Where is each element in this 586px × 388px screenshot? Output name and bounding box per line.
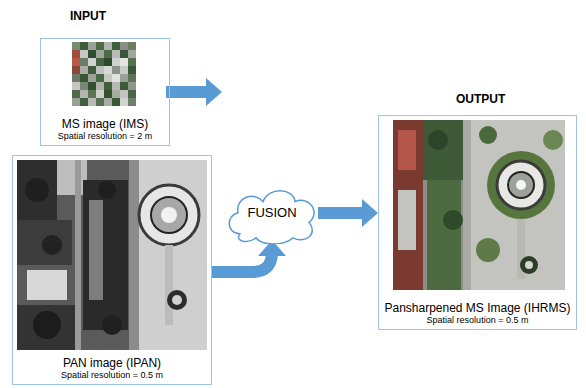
output-image [393,120,565,290]
pan-image-box: PAN image (IPAN)Spatial resolution = 0.5… [12,155,212,385]
fusion-cloud: FUSION [222,182,322,244]
resolution-note: Spatial resolution = 0.5 m [427,315,529,326]
resolution-note: Spatial resolution = 2 m [58,131,152,142]
section-heading: INPUT [70,9,106,23]
ms-image-box: MS image (IMS)Spatial resolution = 2 m [40,38,170,146]
pan-image [17,160,207,350]
fusion-label: FUSION [247,205,296,221]
flow-arrow [212,240,286,272]
flow-arrow [166,78,222,106]
resolution-note: Spatial resolution = 0.5 m [61,370,163,381]
section-heading: OUTPUT [456,92,505,106]
image-title: Pansharpened MS Image (IHRMS) [384,301,570,315]
image-title: MS image (IMS) [62,117,149,131]
ms-image [72,42,136,106]
output-image-box: Pansharpened MS Image (IHRMS)Spatial res… [378,115,577,330]
flow-arrow [318,199,378,227]
image-title: PAN image (IPAN) [63,356,161,370]
